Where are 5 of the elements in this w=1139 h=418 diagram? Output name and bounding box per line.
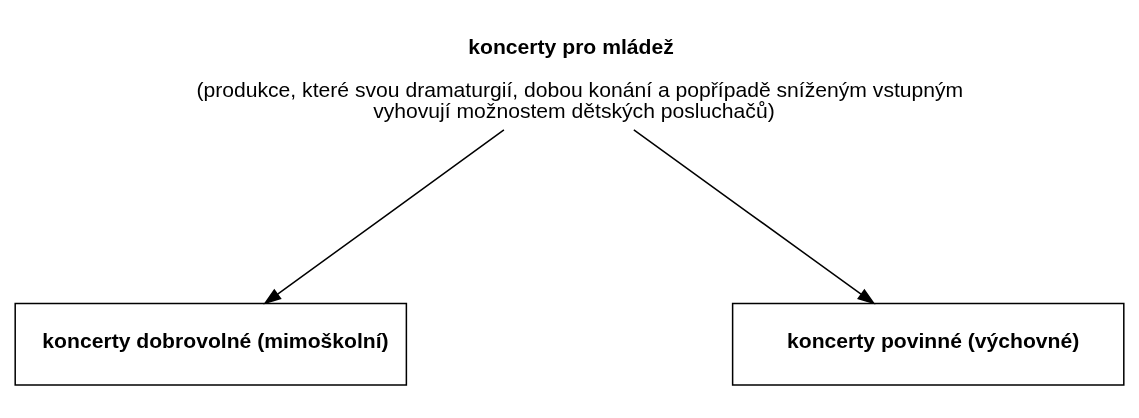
node-box: koncerty dobrovolné (mimoškolní): [14, 302, 408, 386]
node-text: koncerty pro mládež (produkce, které svou dramaturgií, dobou konání a popřípadě sníženým vstupným vyhovují možnostem dětských posluchačů): [196, 35, 964, 122]
arrow: [633, 129, 876, 305]
node-box: koncerty povinné (výchovné): [731, 302, 1125, 386]
arrow: [263, 129, 505, 305]
